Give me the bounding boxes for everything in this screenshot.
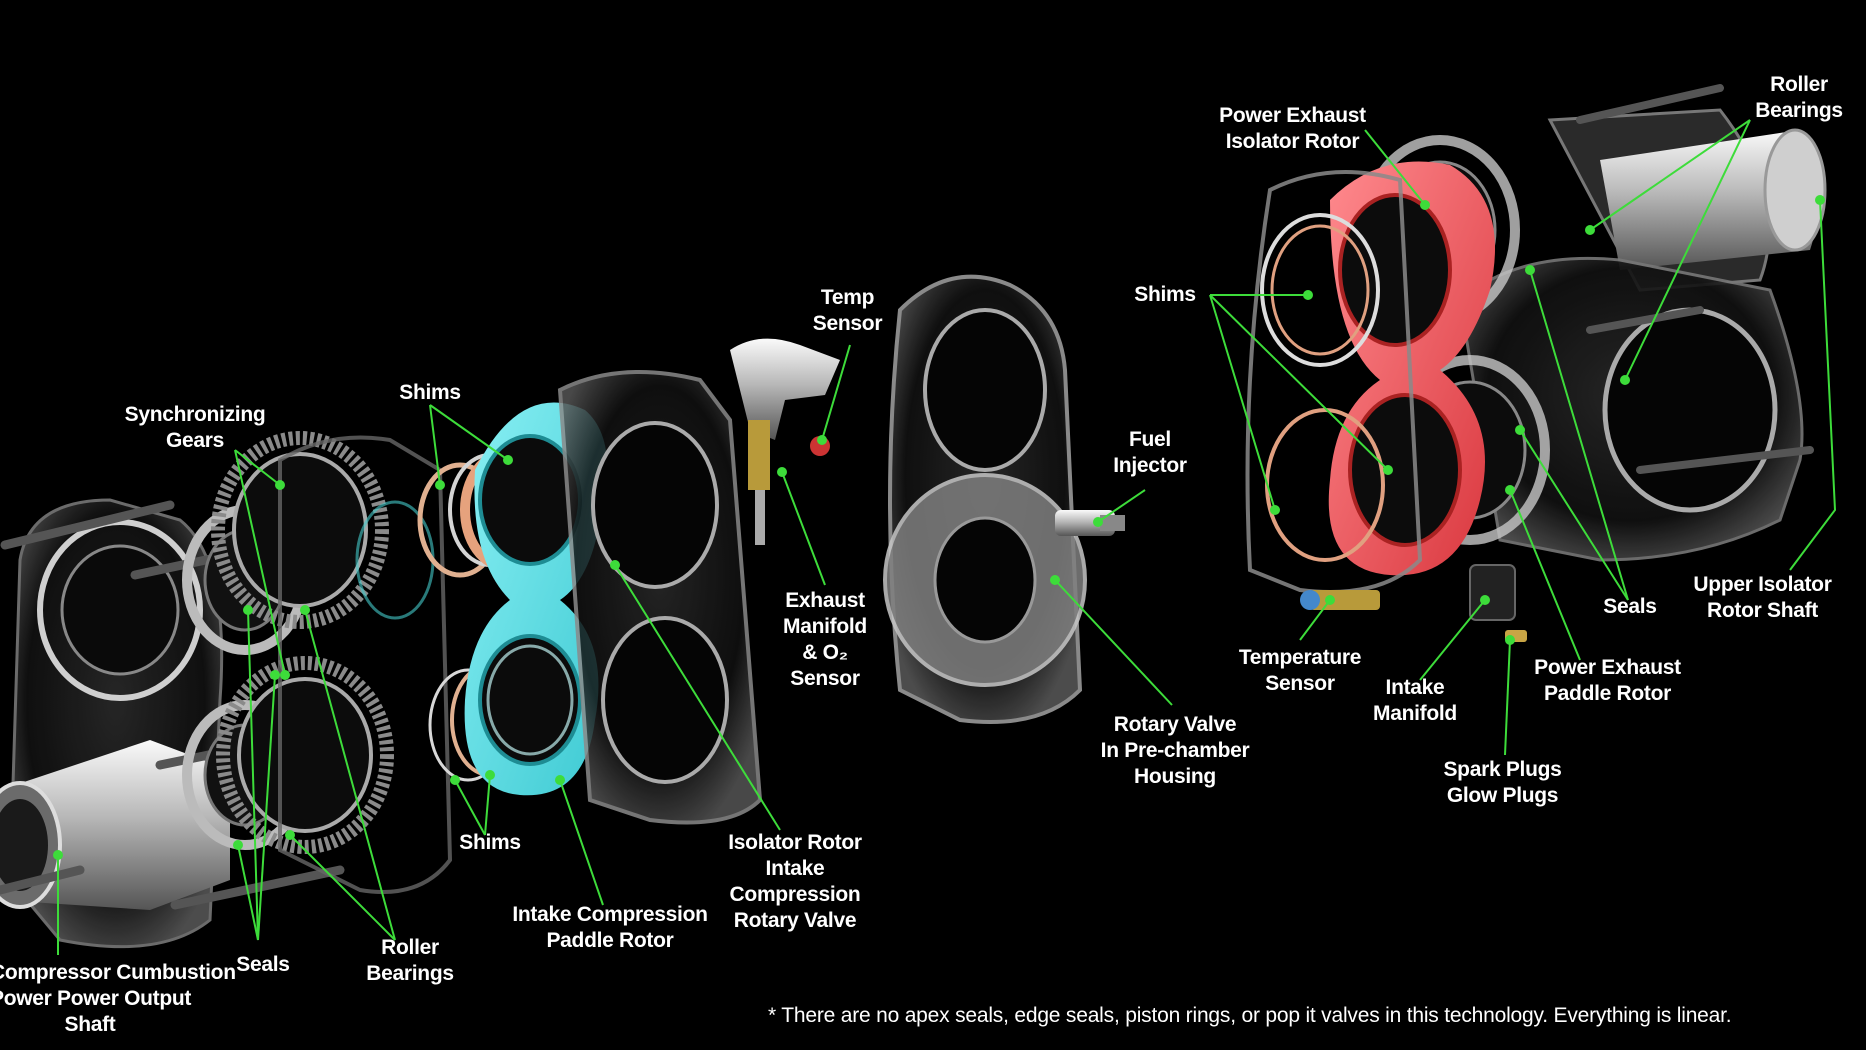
label-seals-right: Seals (1603, 595, 1657, 618)
intake-manifold-part (1469, 564, 1516, 621)
temperature-sensor-part (1300, 590, 1380, 610)
label-intake-compression-paddle-rotor: Intake Compression Paddle Rotor (512, 903, 708, 952)
fuel-injector (1055, 510, 1125, 536)
rotary-valve-housing (883, 274, 1087, 724)
label-spark-plugs: Spark Plugs Glow Plugs (1443, 758, 1562, 807)
label-isolator-rotor-intake: Isolator Rotor Intake Compression Rotary… (728, 831, 862, 932)
bolts-right (1576, 84, 1814, 474)
label-exhaust-manifold: Exhaust Manifold & O₂ Sensor (783, 589, 867, 690)
label-rotary-valve-housing: Rotary Valve In Pre-chamber Housing (1100, 713, 1250, 788)
label-power-exhaust-isolator-rotor: Power Exhaust Isolator Rotor (1219, 104, 1366, 153)
label-roller-bearings-left: Roller Bearings (366, 936, 454, 985)
label-synchronizing-gears: Synchronizing Gears (124, 403, 266, 452)
label-intake-manifold: Intake Manifold (1373, 676, 1457, 725)
synchronizing-gears (211, 431, 394, 854)
label-power-exhaust-paddle-rotor: Power Exhaust Paddle Rotor (1534, 656, 1681, 705)
footnote: * There are no apex seals, edge seals, p… (768, 1004, 1732, 1027)
label-temp-sensor: Temp Sensor (812, 286, 883, 335)
label-shims-top: Shims (399, 381, 461, 404)
label-upper-isolator-rotor-shaft: Upper Isolator Rotor Shaft (1693, 573, 1832, 622)
isolator-rotor-housing (557, 370, 763, 825)
label-roller-bearings-right: Roller Bearings (1755, 73, 1843, 122)
label-seals-left: Seals (236, 953, 290, 976)
label-fuel-injector: Fuel Injector (1113, 428, 1187, 477)
upper-isolator-rotor-shaft (1547, 108, 1827, 292)
label-compressor-shaft: Compressor Cumbustion Power Power Output… (0, 961, 236, 1036)
label-shims-right: Shims (1134, 283, 1196, 306)
label-temperature-sensor: Temperature Sensor (1238, 646, 1362, 695)
leader-lines (53, 119, 1837, 955)
label-shims-bottom: Shims (459, 831, 521, 854)
